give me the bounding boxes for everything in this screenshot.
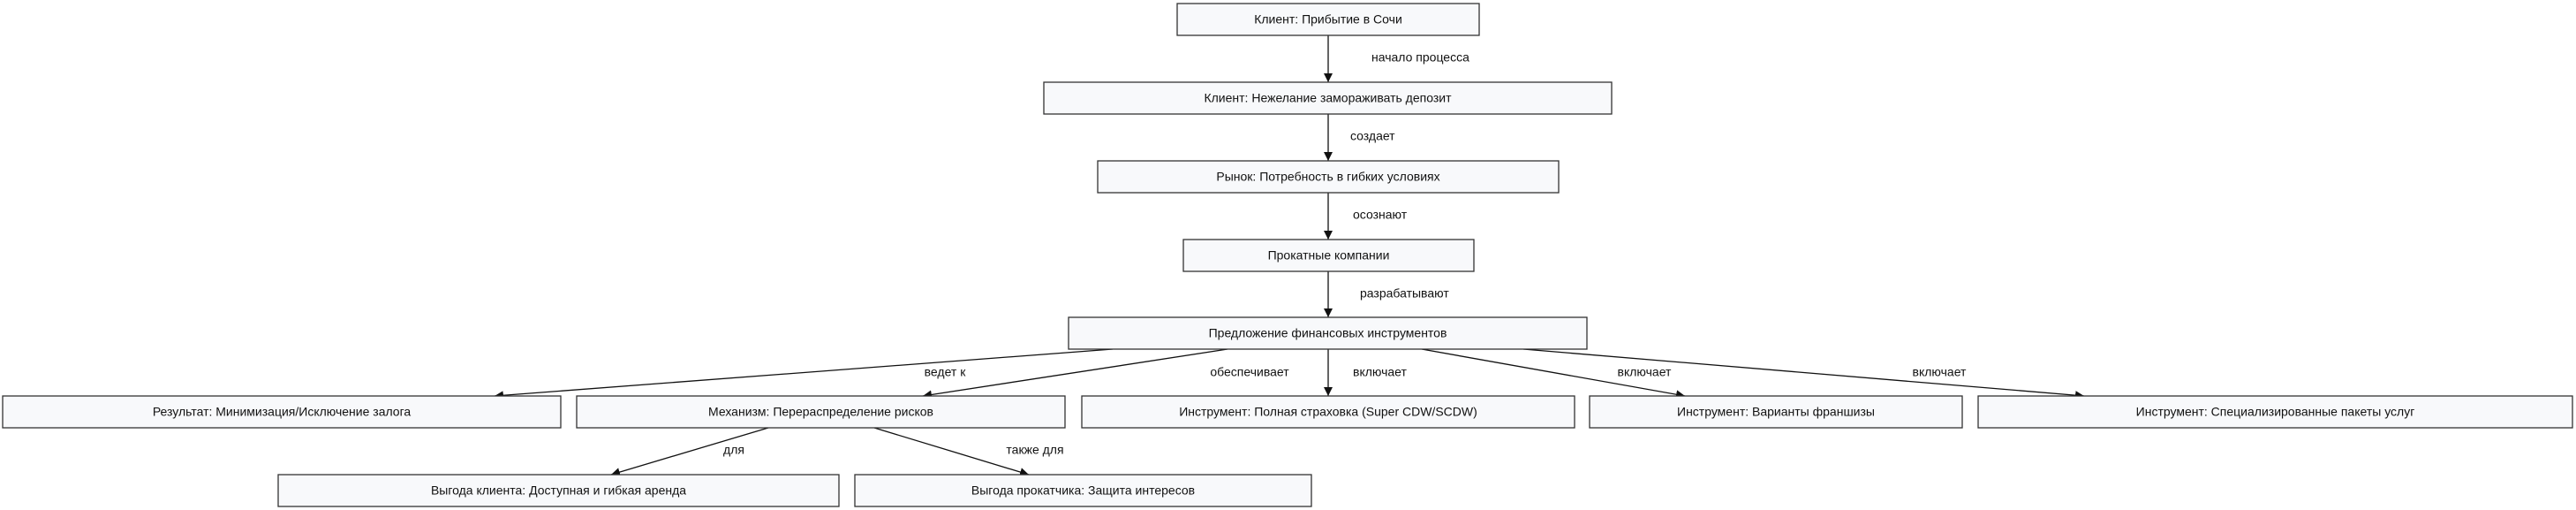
node-box <box>1097 160 1560 194</box>
edge-label: включает <box>1618 365 1672 379</box>
node-renter_benefit: Выгода прокатчика: Защита интересов <box>854 474 1312 507</box>
node-box <box>1977 395 2573 429</box>
edge-mechanism-to-client_benefit: для <box>610 427 769 476</box>
node-box <box>1176 3 1480 36</box>
node-label: Выгода прокатчика: Защита интересов <box>971 483 1195 498</box>
edge-arrow <box>610 427 769 476</box>
node-client_benefit: Выгода клиента: Доступная и гибкая аренд… <box>277 474 840 507</box>
node-franchise: Инструмент: Варианты франшизы <box>1589 395 1963 429</box>
node-label: Инструмент: Полная страховка (Super CDW/… <box>1179 405 1477 419</box>
edge-rental_companies-to-financial_tools: разрабатывают <box>1324 271 1449 317</box>
node-packages: Инструмент: Специализированные пакеты ус… <box>1977 395 2573 429</box>
node-market_need: Рынок: Потребность в гибких условиях <box>1097 160 1560 194</box>
edge-financial_tools-to-full_insurance: включает <box>1324 349 1407 396</box>
edge-label: создает <box>1350 129 1395 143</box>
edge-financial_tools-to-mechanism: обеспечивает <box>922 348 1289 400</box>
edge-label: также для <box>1006 443 1063 457</box>
node-box <box>854 474 1312 507</box>
node-financial_tools: Предложение финансовых инструментов <box>1068 316 1588 350</box>
edge-arrow <box>873 427 1030 476</box>
edge-financial_tools-to-packages: включает <box>1522 348 2085 400</box>
node-label: Рынок: Потребность в гибких условиях <box>1216 170 1439 184</box>
edge-label: разрабатывают <box>1360 286 1449 301</box>
node-label: Клиент: Нежелание замораживать депозит <box>1204 91 1452 105</box>
edge-label: начало процесса <box>1371 50 1469 65</box>
node-full_insurance: Инструмент: Полная страховка (Super CDW/… <box>1081 395 1575 429</box>
edge-arrow <box>1421 348 1686 400</box>
node-box <box>1068 316 1588 350</box>
edge-arrow <box>494 348 1114 400</box>
edge-label: для <box>723 443 744 457</box>
node-label: Прокатные компании <box>1268 248 1390 263</box>
edge-label: обеспечивает <box>1210 365 1289 379</box>
node-mechanism: Механизм: Перераспределение рисков <box>576 395 1066 429</box>
node-box <box>1182 239 1475 272</box>
edge-label: осознают <box>1353 208 1408 222</box>
node-rental_companies: Прокатные компании <box>1182 239 1475 272</box>
node-label: Инструмент: Варианты франшизы <box>1677 405 1875 419</box>
node-box <box>1043 81 1613 115</box>
edge-arrow <box>922 348 1228 400</box>
edge-label: включает <box>1913 365 1967 379</box>
node-box <box>2 395 562 429</box>
edge-label: включает <box>1353 365 1407 379</box>
node-label: Предложение финансовых инструментов <box>1209 326 1447 340</box>
node-box <box>1081 395 1575 429</box>
edge-financial_tools-to-result: ведет к <box>494 348 1114 400</box>
node-label: Клиент: Прибытие в Сочи <box>1254 12 1402 27</box>
edge-financial_tools-to-franchise: включает <box>1421 348 1686 400</box>
edge-mechanism-to-renter_benefit: также для <box>873 427 1064 476</box>
node-result: Результат: Минимизация/Исключение залога <box>2 395 562 429</box>
edge-market_need-to-rental_companies: осознают <box>1324 193 1408 240</box>
node-no_deposit: Клиент: Нежелание замораживать депозит <box>1043 81 1613 115</box>
node-label: Выгода клиента: Доступная и гибкая аренд… <box>431 483 686 498</box>
node-label: Инструмент: Специализированные пакеты ус… <box>2136 405 2415 419</box>
edge-arrow <box>1522 348 2085 400</box>
edge-label: ведет к <box>925 365 967 379</box>
node-box <box>576 395 1066 429</box>
node-box <box>277 474 840 507</box>
node-label: Механизм: Перераспределение рисков <box>708 405 933 419</box>
node-arrival: Клиент: Прибытие в Сочи <box>1176 3 1480 36</box>
edge-arrival-to-no_deposit: начало процесса <box>1324 35 1469 82</box>
node-box <box>1589 395 1963 429</box>
node-label: Результат: Минимизация/Исключение залога <box>153 405 412 419</box>
edge-no_deposit-to-market_need: создает <box>1324 114 1395 161</box>
